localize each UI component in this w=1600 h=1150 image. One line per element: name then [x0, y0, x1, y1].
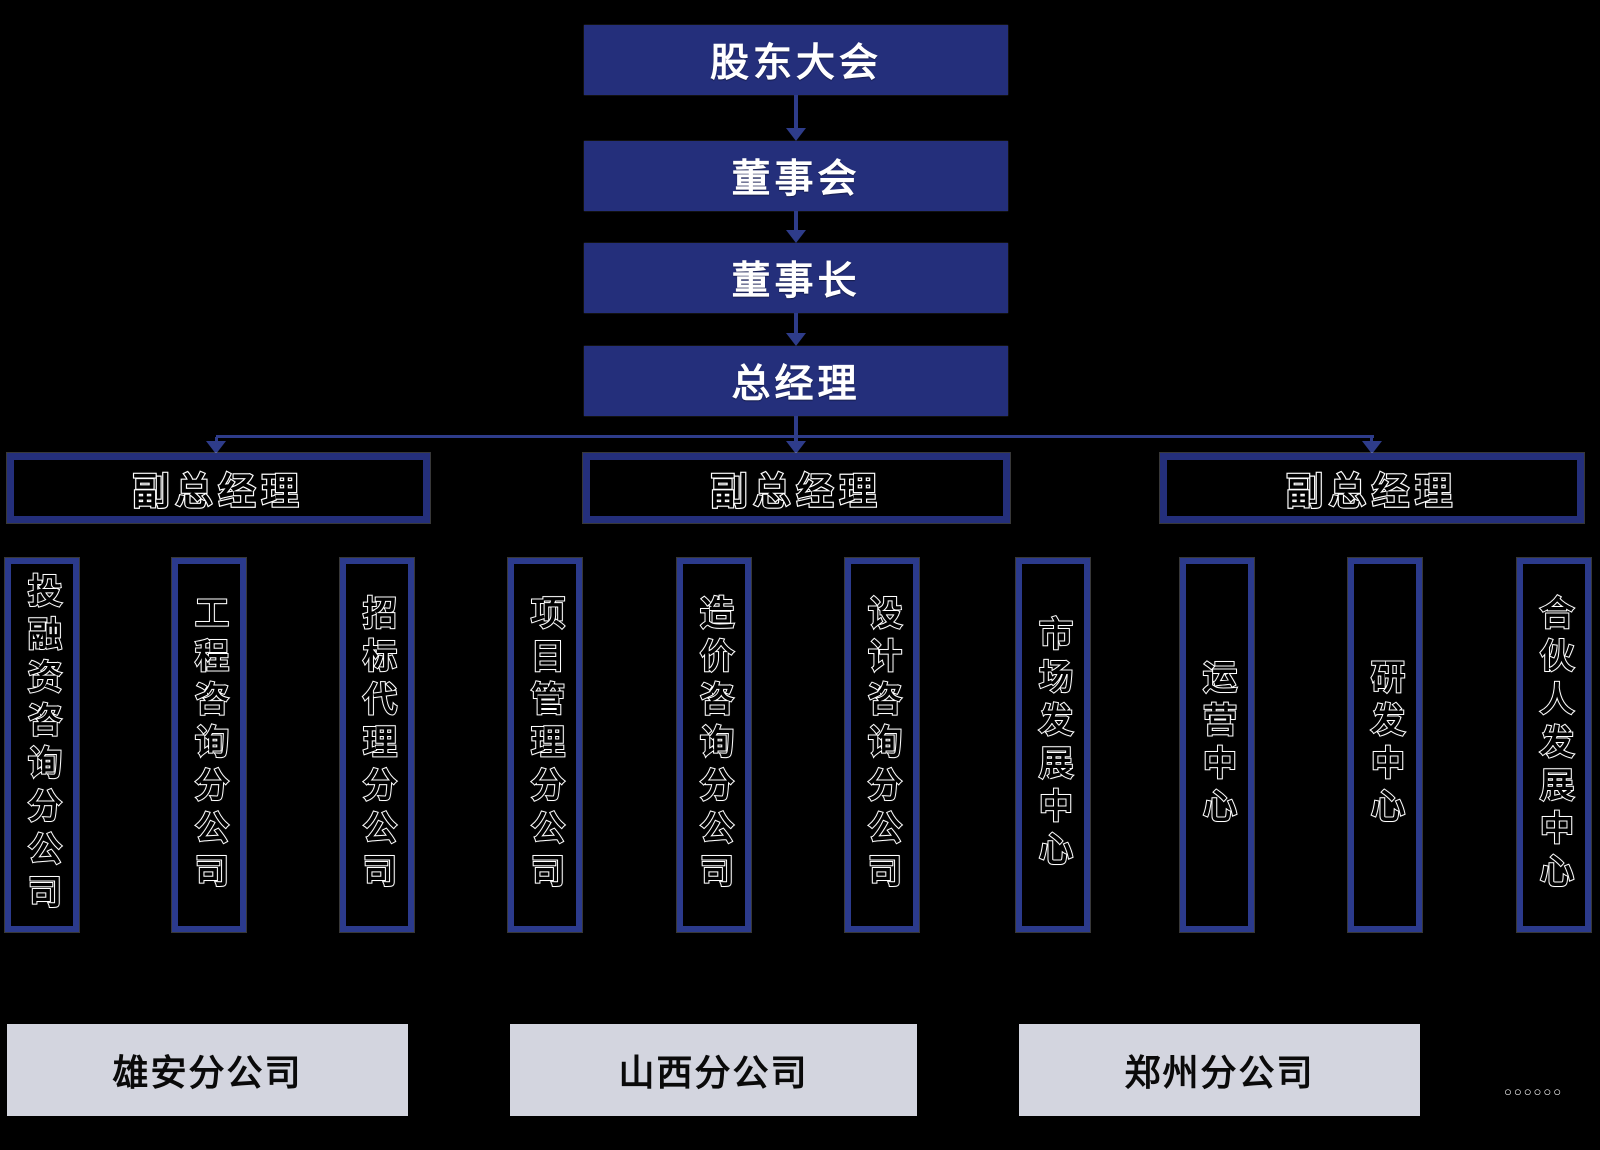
branch-label: 郑州分公司 — [1124, 1052, 1315, 1093]
arrow-down-icon — [786, 333, 806, 346]
dept-box-design-consulting: 设计咨询分公司 — [845, 558, 919, 932]
connector-line — [794, 211, 798, 230]
dept-label: 运营中心 — [1197, 658, 1237, 832]
deputy-gm-box-right: 副总经理 — [1160, 453, 1584, 523]
arrow-down-icon — [786, 128, 806, 141]
chain-box-chairman: 董事长 — [584, 243, 1008, 313]
dept-label: 项目管理分公司 — [525, 594, 565, 897]
connector-line — [794, 416, 798, 437]
dept-box-investment-financing-consulting: 投融资咨询分公司 — [5, 558, 79, 932]
dept-box-project-management: 项目管理分公司 — [508, 558, 582, 932]
branch-box-zhengzhou: 郑州分公司 — [1019, 1024, 1420, 1116]
connector-line — [794, 437, 798, 443]
deputy-gm-label: 副总经理 — [709, 470, 883, 513]
chain-box-general-manager: 总经理 — [584, 346, 1008, 416]
chain-box-label: 董事会 — [731, 158, 861, 201]
dept-box-cost-consulting: 造价咨询分公司 — [677, 558, 751, 932]
branch-label: 山西分公司 — [618, 1052, 809, 1093]
chain-box-shareholders-meeting: 股东大会 — [584, 25, 1008, 95]
arrow-down-icon — [786, 230, 806, 243]
dept-label: 投融资咨询分公司 — [22, 572, 62, 918]
dept-label: 市场发展中心 — [1033, 615, 1073, 875]
deputy-gm-label: 副总经理 — [1285, 470, 1458, 513]
dept-label: 工程咨询分公司 — [189, 594, 229, 897]
dept-label: 招标代理分公司 — [357, 594, 397, 897]
branch-box-shanxi: 山西分公司 — [510, 1024, 917, 1116]
deputy-gm-box-center: 副总经理 — [583, 453, 1010, 523]
connector-line — [1370, 437, 1373, 443]
dept-label: 设计咨询分公司 — [862, 594, 902, 897]
chain-box-board-of-directors: 董事会 — [584, 141, 1008, 211]
deputy-gm-box-left: 副总经理 — [7, 453, 430, 523]
arrow-down-icon — [1362, 441, 1382, 454]
dept-box-engineering-consulting: 工程咨询分公司 — [172, 558, 246, 932]
dept-box-bidding-agency: 招标代理分公司 — [340, 558, 414, 932]
dept-box-partner-development-center: 合伙人发展中心 — [1517, 558, 1591, 932]
dept-label: 研发中心 — [1365, 658, 1405, 832]
dept-box-market-development-center: 市场发展中心 — [1016, 558, 1090, 932]
connector-line — [794, 95, 798, 128]
arrow-down-icon — [206, 441, 226, 454]
chain-box-label: 董事长 — [731, 260, 861, 303]
dept-box-operations-center: 运营中心 — [1180, 558, 1254, 932]
chain-box-label: 总经理 — [731, 363, 861, 406]
branch-label: 雄安分公司 — [112, 1052, 303, 1093]
deputy-gm-label: 副总经理 — [131, 470, 305, 513]
connector-line — [215, 437, 218, 443]
more-branches-ellipsis: ○○○○○○ — [1504, 1084, 1564, 1099]
connector-line — [216, 435, 1374, 438]
arrow-down-icon — [786, 441, 806, 454]
dept-label: 造价咨询分公司 — [694, 594, 734, 897]
chain-box-label: 股东大会 — [709, 42, 882, 85]
connector-line — [794, 313, 798, 333]
dept-box-rnd-center: 研发中心 — [1348, 558, 1422, 932]
dept-label: 合伙人发展中心 — [1534, 594, 1574, 897]
branch-box-xiongan: 雄安分公司 — [7, 1024, 408, 1116]
